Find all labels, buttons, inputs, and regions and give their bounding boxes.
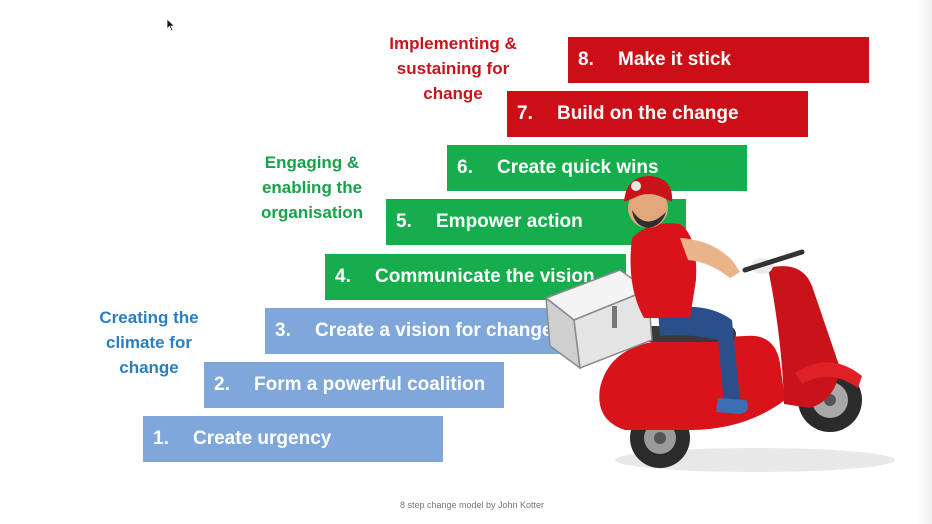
step-1-number: 1.	[153, 428, 169, 449]
group-creating-line-3: change	[119, 358, 179, 377]
step-8-make-it-stick: 8. Make it stick	[568, 37, 869, 83]
step-4-label: Communicate the vision	[375, 266, 595, 287]
rider-legs	[658, 306, 740, 404]
group-engaging-line-2: enabling the	[261, 178, 363, 197]
group-creating-line-2: climate for	[106, 333, 192, 352]
scooter-fender	[795, 362, 862, 388]
group-label-creating: Creating the climate for change	[82, 305, 216, 380]
group-implementing-line-3: change	[423, 84, 483, 103]
step-1-create-urgency: 1. Create urgency	[143, 416, 443, 462]
step-7-build-on-the-change: 7. Build on the change	[507, 91, 808, 137]
step-8-number: 8.	[578, 49, 594, 70]
step-4-number: 4.	[335, 266, 351, 287]
group-label-engaging: Engaging & enabling the organisation	[244, 150, 380, 225]
step-7-number: 7.	[517, 103, 533, 124]
right-edge-shade	[918, 0, 932, 524]
step-3-create-a-vision-for-change: 3. Create a vision for change	[265, 308, 565, 354]
group-implementing-line-1: Implementing &	[389, 34, 517, 53]
step-5-label: Empower action	[436, 211, 583, 232]
step-6-label: Create quick wins	[497, 157, 659, 178]
step-7-label: Build on the change	[557, 103, 739, 124]
rider-shoe	[716, 398, 748, 414]
step-3-label: Create a vision for change	[315, 320, 553, 341]
step-6-number: 6.	[457, 157, 473, 178]
group-label-implementing: Implementing & sustaining for change	[373, 31, 533, 106]
rider-torso	[630, 223, 697, 318]
scooter-rider-illustration	[544, 176, 895, 472]
handlebar	[742, 249, 805, 273]
rider-arm	[680, 238, 740, 278]
step-5-number: 5.	[396, 211, 412, 232]
step-2-number: 2.	[214, 374, 230, 395]
step-2-form-a-powerful-coalition: 2. Form a powerful coalition	[204, 362, 504, 408]
step-1-label: Create urgency	[193, 428, 332, 449]
step-6-create-quick-wins: 6. Create quick wins	[447, 145, 747, 191]
diagram-caption: 8 step change model by John Kotter	[399, 500, 545, 510]
mouse-pointer-icon	[166, 18, 176, 32]
group-creating-line-1: Creating the	[99, 308, 199, 327]
step-8-label: Make it stick	[618, 49, 731, 70]
rider-head	[624, 176, 673, 228]
step-2-label: Form a powerful coalition	[254, 374, 486, 395]
group-implementing-line-2: sustaining for	[396, 59, 510, 78]
group-engaging-line-3: organisation	[260, 203, 363, 222]
group-engaging-line-1: Engaging &	[264, 153, 360, 172]
delivery-box-icon	[544, 269, 653, 370]
step-3-number: 3.	[275, 320, 291, 341]
